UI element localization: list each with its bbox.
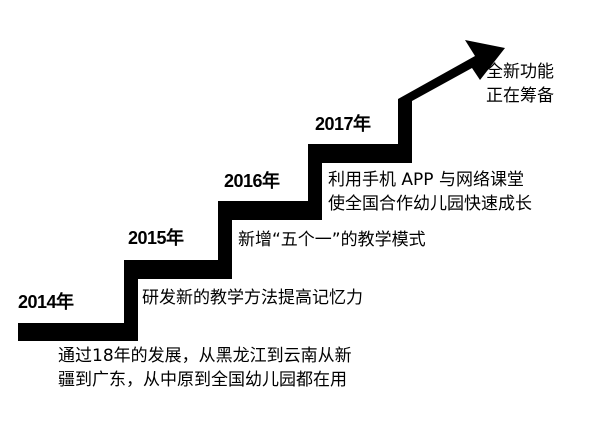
year-label-2015: 2015年 [128,228,184,248]
year-label-2014: 2014年 [18,292,74,312]
description-2017-line-2: 使全国合作幼儿园快速成长 [328,194,532,214]
description-future-line-2: 正在筹备 [486,86,554,106]
description-2017-line-1: 利用手机 APP 与网络课堂 [328,170,524,190]
description-2015: 研发新的教学方法提高记忆力 [142,286,363,310]
description-2014-line-1: 通过18年的发展，从黑龙江到云南从新 [58,346,352,366]
stair-steps [18,40,505,341]
description-2017: 利用手机 APP 与网络课堂 使全国合作幼儿园快速成长 [328,168,532,216]
description-2016: 新增“五个一”的教学模式 [238,228,426,252]
description-2016-line-1: 新增“五个一”的教学模式 [238,230,426,250]
description-future-line-1: 全新功能 [486,62,554,82]
description-2014-line-2: 疆到广东，从中原到全国幼儿园都在用 [58,370,347,390]
year-label-2016: 2016年 [224,171,280,191]
description-future: 全新功能 正在筹备 [486,60,554,108]
description-2015-line-1: 研发新的教学方法提高记忆力 [142,288,363,308]
year-label-2017: 2017年 [315,114,371,134]
description-2014: 通过18年的发展，从黑龙江到云南从新 疆到广东，从中原到全国幼儿园都在用 [58,344,352,392]
